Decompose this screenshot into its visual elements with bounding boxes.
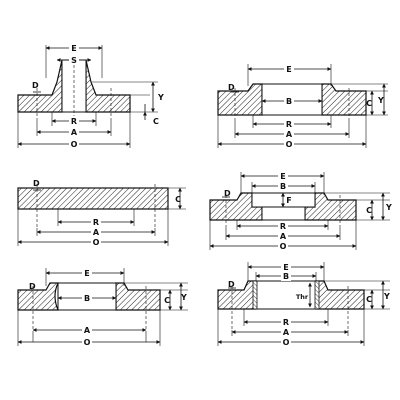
socket-weld-bore [261,206,306,221]
weld-neck-flange: E S D R A O Y C [17,43,164,149]
slip-on-left-section [217,83,263,116]
label-R: R [71,117,77,126]
label-O: O [286,140,293,149]
label-A: A [280,232,287,241]
label-B: B [286,97,292,106]
lap-joint-left-section [17,282,59,311]
label-S: S [71,56,77,65]
label-A: A [84,326,91,335]
label-D: D [228,83,235,92]
slip-on-flange: E B D R A O C Y [217,64,388,149]
label-E: E [283,263,288,272]
label-Y: Y [377,96,384,105]
label-R: R [280,222,286,231]
blind-flange-plate [17,187,169,210]
lap-joint-flange: E B D A O C Y [17,268,188,347]
socket-weld-socket [251,192,316,208]
label-C: C [164,296,170,305]
threaded-flange: E B Thr D R A O C [217,262,390,347]
label-D: D [32,81,39,90]
label-E: E [286,65,291,74]
label-A: A [286,130,293,139]
label-D: D [29,282,36,291]
label-B: B [84,294,90,303]
label-Y: Y [157,93,164,102]
label-C: C [366,99,372,108]
label-E: E [71,44,76,53]
socket-weld-flange: E B F D R A O C [209,171,392,251]
lap-joint-right-section [115,282,161,311]
label-O: O [93,238,100,247]
label-Y: Y [385,203,392,212]
label-C: C [175,195,181,204]
label-F: F [286,196,291,205]
label-Thr: Thr [296,293,309,301]
label-D: D [228,280,235,289]
label-B: B [283,272,289,281]
label-O: O [280,242,287,251]
threaded-left-section [217,280,257,310]
label-C: C [153,117,159,126]
slip-on-right-section [321,83,367,116]
label-E: E [84,269,89,278]
label-R: R [283,318,289,327]
label-C: C [366,206,372,215]
weld-neck-left-section [17,59,63,113]
label-Y: Y [180,293,187,302]
label-A: A [71,128,78,137]
label-R: R [286,120,292,129]
label-O: O [84,338,91,347]
label-D: D [33,179,40,188]
label-B: B [280,182,286,191]
label-R: R [93,218,99,227]
label-O: O [283,338,290,347]
thread-right [314,280,320,310]
label-D: D [224,189,231,198]
threaded-right-section [315,280,365,310]
label-A: A [283,328,290,337]
label-C: C [366,295,372,304]
label-A: A [93,228,100,237]
label-E: E [280,172,285,181]
label-O: O [71,140,78,149]
label-Y: Y [383,292,390,301]
weld-neck-right-section [85,59,131,113]
thread-left [252,280,258,310]
blind-flange: D C R A O [17,179,186,247]
